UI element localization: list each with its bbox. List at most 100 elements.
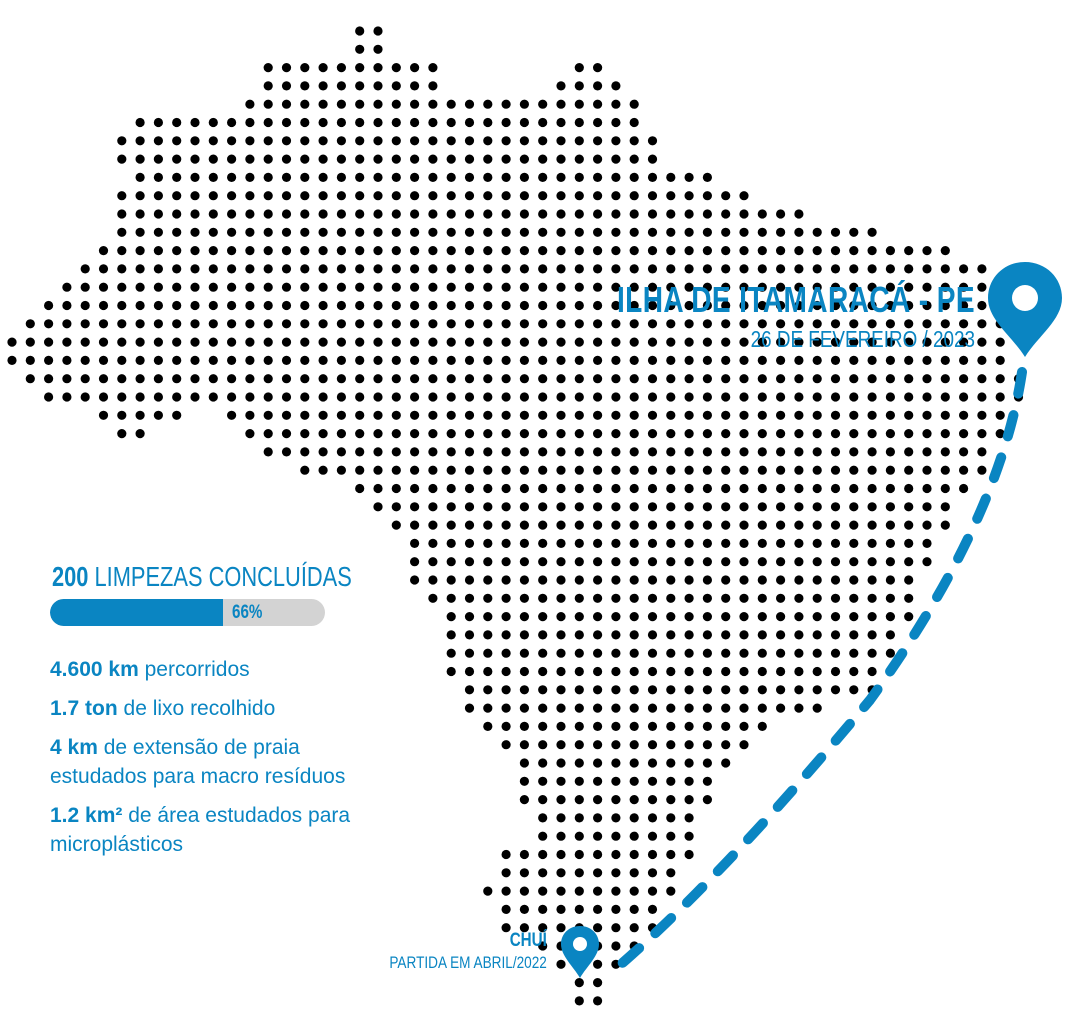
map-dot — [776, 319, 786, 329]
map-dot — [190, 337, 200, 347]
map-dot — [483, 575, 493, 585]
map-dot — [391, 246, 401, 256]
map-dot — [355, 154, 365, 164]
map-dot — [446, 538, 456, 549]
map-dot — [574, 264, 584, 274]
map-dot — [227, 227, 237, 237]
map-dot — [483, 154, 493, 164]
stat-text: de lixo recolhido — [123, 697, 276, 720]
map-dot — [574, 136, 584, 146]
map-dot — [593, 300, 603, 311]
map-dot — [483, 374, 493, 384]
map-dot — [501, 300, 511, 311]
map-dot — [519, 117, 530, 128]
map-dot — [300, 300, 310, 311]
map-dot — [629, 886, 639, 896]
map-dot — [885, 264, 896, 274]
map-dot — [739, 740, 749, 750]
map-dot — [593, 319, 603, 329]
map-dot — [373, 374, 383, 384]
map-dot — [574, 886, 584, 896]
map-dot — [391, 355, 401, 365]
map-dot — [757, 355, 767, 365]
map-dot — [629, 154, 639, 164]
map-dot — [776, 520, 786, 530]
map-dot — [812, 246, 822, 256]
map-dot — [117, 392, 127, 402]
map-dot — [721, 758, 731, 768]
map-dot — [117, 154, 127, 164]
map-dot — [519, 593, 530, 603]
map-dot — [281, 81, 292, 91]
map-dot — [172, 136, 182, 146]
map-dot — [464, 172, 475, 182]
map-dot — [904, 612, 914, 622]
map-dot — [611, 410, 621, 420]
map-dot — [556, 227, 566, 237]
map-dot — [922, 374, 932, 384]
map-dot — [281, 447, 292, 457]
map-dot — [7, 337, 17, 347]
map-dot — [885, 483, 896, 494]
map-dot — [904, 465, 914, 475]
map-dot — [355, 191, 365, 201]
map-dot — [776, 392, 786, 402]
map-dot — [611, 648, 621, 658]
map-dot — [574, 904, 584, 915]
map-dot — [483, 465, 493, 475]
map-dot — [721, 337, 731, 347]
map-dot — [263, 172, 273, 182]
map-dot — [794, 520, 804, 530]
map-dot — [373, 319, 383, 329]
map-dot — [483, 703, 493, 713]
map-dot — [776, 575, 786, 585]
map-dot — [391, 429, 401, 439]
map-dot — [702, 666, 713, 677]
map-dot — [647, 429, 658, 439]
map-dot — [959, 447, 969, 457]
map-dot — [556, 191, 566, 201]
map-dot — [153, 246, 163, 256]
map-dot — [647, 209, 658, 219]
map-dot — [666, 392, 676, 402]
map-dot — [556, 172, 566, 182]
map-dot — [611, 538, 621, 549]
map-dot — [153, 410, 163, 420]
map-dot — [538, 593, 548, 603]
map-dot — [647, 612, 658, 622]
map-dot — [300, 117, 310, 128]
map-dot — [410, 337, 420, 347]
map-dot — [574, 392, 584, 402]
map-dot — [428, 447, 438, 457]
map-dot — [684, 191, 694, 201]
map-dot — [812, 264, 822, 274]
map-dot — [172, 154, 182, 164]
map-dot — [428, 337, 438, 347]
map-dot — [849, 502, 859, 512]
map-dot — [501, 740, 511, 750]
map-dot — [483, 319, 493, 329]
map-dot — [501, 612, 511, 622]
map-dot — [721, 264, 731, 274]
map-dot — [501, 209, 511, 219]
map-dot — [757, 648, 767, 658]
map-dot — [849, 264, 859, 274]
map-dot — [904, 410, 914, 420]
map-dot — [538, 172, 548, 182]
map-dot — [172, 227, 182, 237]
map-dot — [885, 538, 896, 549]
map-dot — [647, 557, 658, 567]
map-dot — [904, 337, 914, 347]
map-dot — [519, 776, 530, 786]
map-dot — [794, 355, 804, 365]
map-dot — [281, 246, 292, 256]
map-dot — [666, 191, 676, 201]
stat-item: 4.600 km percorridos — [50, 655, 420, 684]
map-dot — [464, 502, 475, 512]
map-dot — [684, 374, 694, 384]
map-dot — [922, 337, 932, 347]
map-dot — [885, 374, 896, 384]
map-dot — [904, 447, 914, 457]
map-dot — [446, 429, 456, 439]
map-dot — [538, 355, 548, 365]
